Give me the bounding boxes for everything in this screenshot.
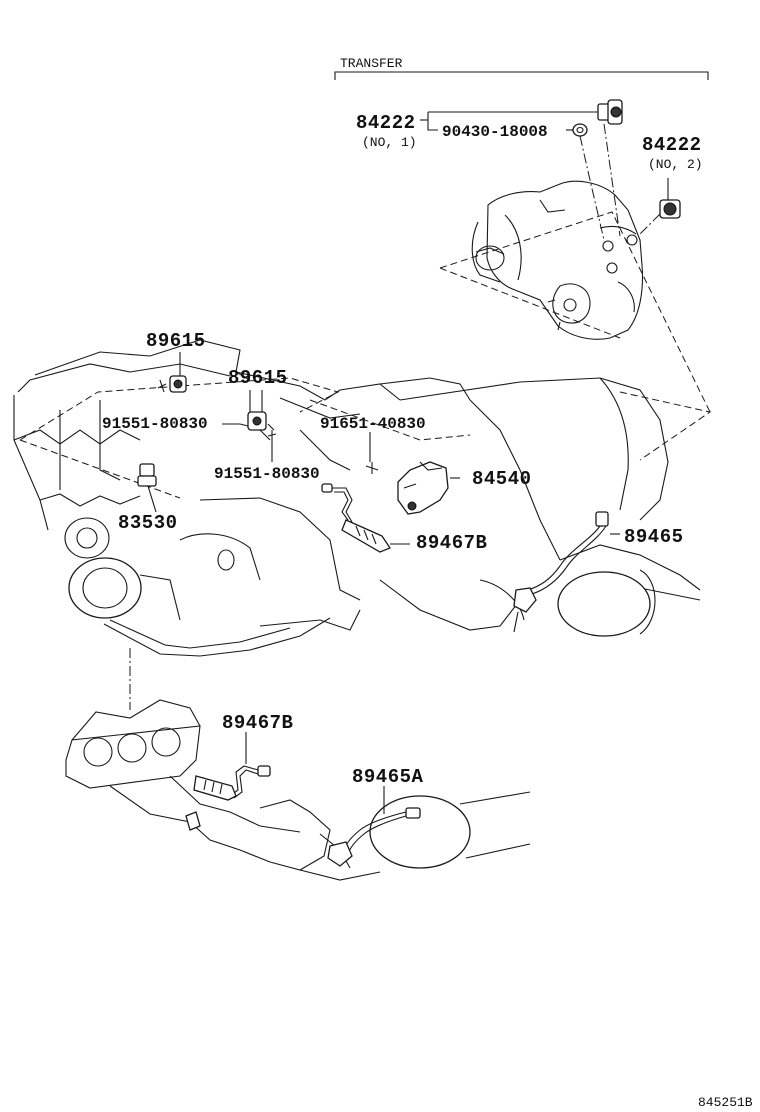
label-89465: 89465 xyxy=(624,526,684,548)
sensor-89467b-lower xyxy=(193,732,271,801)
label-84222-no1-note: (NO, 1) xyxy=(362,135,417,150)
catalog-id: 845251B xyxy=(698,1095,753,1110)
engine-block xyxy=(13,339,712,657)
sensor-89465 xyxy=(513,511,620,633)
bolt-91551-b xyxy=(267,430,277,462)
label-91551-a: 91551-80830 xyxy=(102,415,208,433)
sensor-84222-no1 xyxy=(420,99,623,237)
label-91551-b: 91551-80830 xyxy=(214,465,320,483)
bolt-91651 xyxy=(365,432,379,474)
label-90430: 90430-18008 xyxy=(442,123,548,141)
sensor-89615-a xyxy=(157,352,187,393)
label-83530: 83530 xyxy=(118,512,178,534)
label-91651: 91651-40830 xyxy=(320,415,426,433)
label-89615-b: 89615 xyxy=(228,367,288,389)
label-89615-a: 89615 xyxy=(146,330,206,352)
sensor-89615-b xyxy=(239,390,275,431)
exhaust-manifold xyxy=(65,699,531,881)
transfer-label: TRANSFER xyxy=(340,56,403,71)
label-89467b-upper: 89467B xyxy=(416,532,487,554)
switch-83530 xyxy=(137,463,157,513)
label-84222-no2-note: (NO, 2) xyxy=(648,157,703,172)
label-84222-no2: 84222 xyxy=(642,134,702,156)
label-89467b-lower: 89467B xyxy=(222,712,293,734)
switch-84540 xyxy=(397,461,460,515)
label-84540: 84540 xyxy=(472,468,532,490)
transfer-case xyxy=(439,180,711,413)
gasket-90430 xyxy=(566,123,605,241)
sensor-84222-no2 xyxy=(637,178,681,237)
sensor-89467b-upper xyxy=(321,483,410,553)
transfer-bracket xyxy=(334,71,709,80)
label-89465a: 89465A xyxy=(352,766,424,788)
sensor-89465a xyxy=(327,786,421,867)
label-84222-no1: 84222 xyxy=(356,112,416,134)
